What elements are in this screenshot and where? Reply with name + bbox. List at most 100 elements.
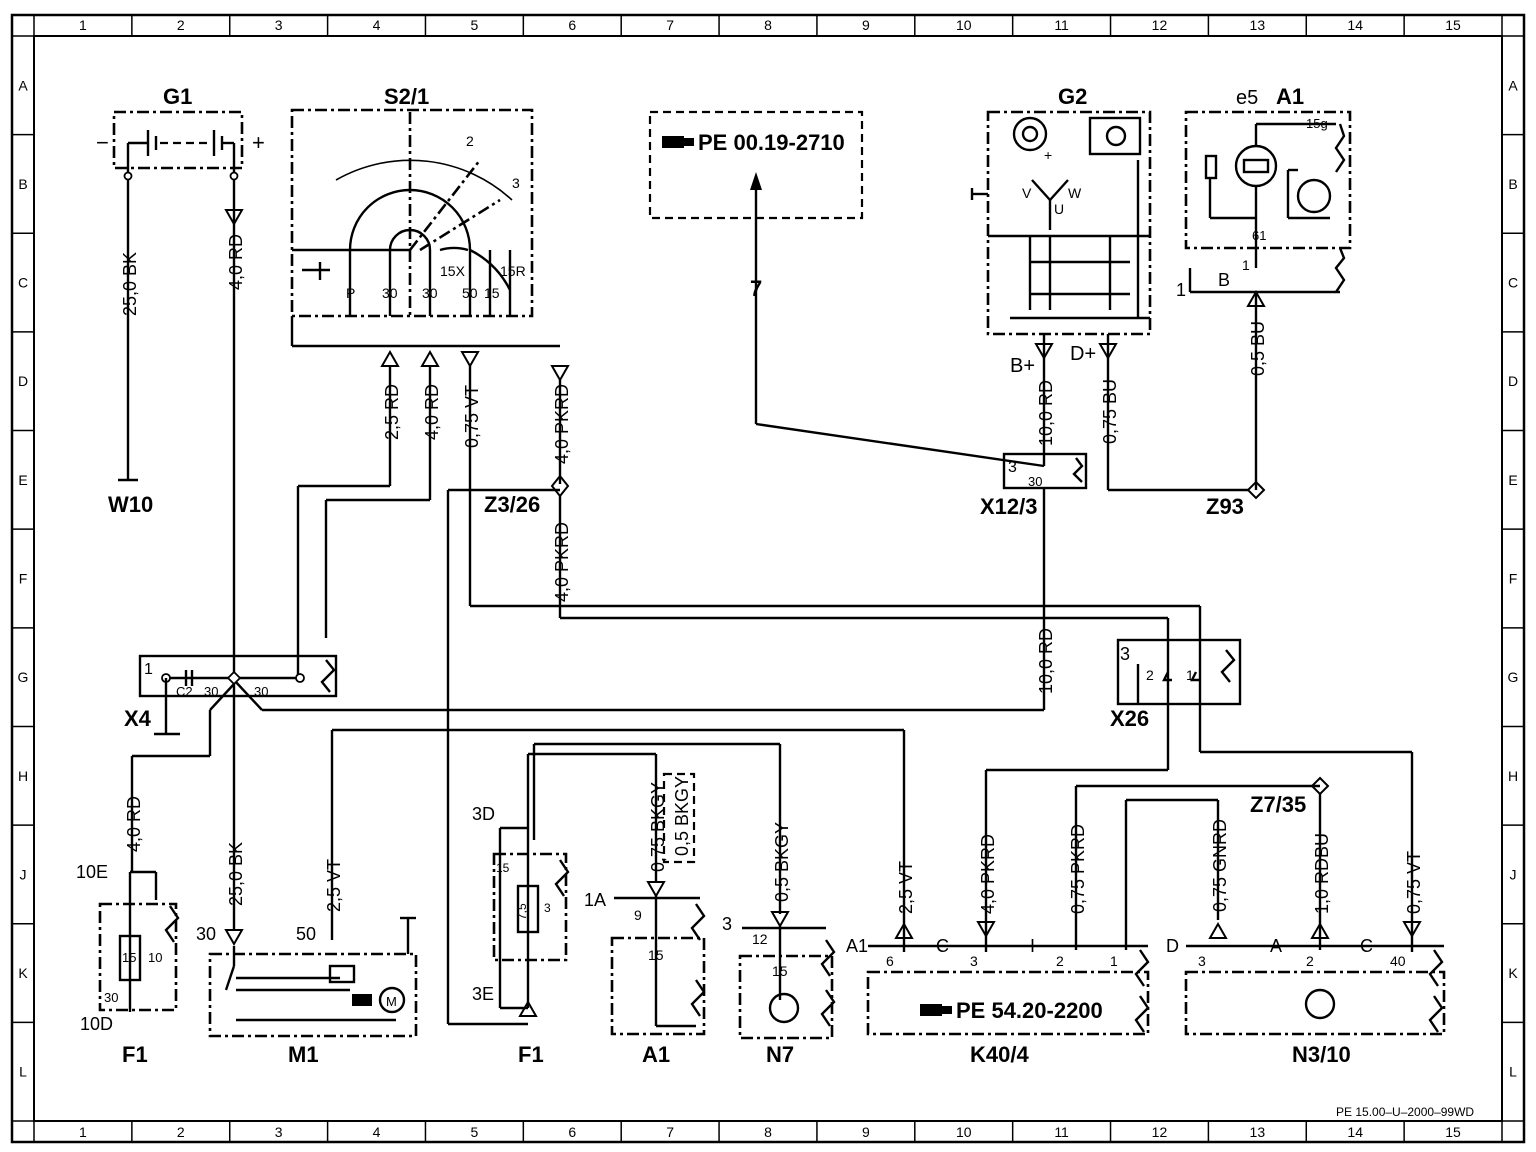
component-label-k40-4: K40/4 bbox=[970, 1042, 1029, 1067]
pin-label: I bbox=[1030, 936, 1035, 956]
grid-column-label: 2 bbox=[177, 1124, 185, 1140]
f1-left-fuse-symbol bbox=[98, 870, 180, 1012]
n3-10-symbol bbox=[1184, 776, 1446, 1036]
wire-label: 0,75 BU bbox=[1100, 379, 1120, 444]
grid-row-label: H bbox=[1508, 768, 1518, 784]
wire-label: 25,0 BK bbox=[120, 252, 140, 316]
pin-label: 3 bbox=[1198, 953, 1206, 969]
wire-label: 0,75 VT bbox=[1404, 851, 1424, 914]
grid-ticks bbox=[12, 15, 1524, 1142]
grid-column-label: 3 bbox=[275, 1124, 283, 1140]
component-label-n3-10: N3/10 bbox=[1292, 1042, 1351, 1067]
grid-column-label: 15 bbox=[1445, 17, 1461, 33]
pin-label: 9 bbox=[634, 907, 642, 923]
grid-column-label: 7 bbox=[666, 17, 674, 33]
pin-label: M bbox=[386, 994, 397, 1009]
wire-label: 4,0 PKRD bbox=[552, 522, 572, 602]
grid-column-label: 13 bbox=[1250, 17, 1266, 33]
pin-label: 3 bbox=[970, 953, 978, 969]
grid-column-label: 13 bbox=[1250, 1124, 1266, 1140]
pin-label: C bbox=[936, 936, 949, 956]
frame bbox=[10, 13, 1526, 1144]
n7-symbol bbox=[738, 744, 836, 1040]
wire-label: 0,75 PKRD bbox=[1068, 824, 1088, 914]
grid-labels: 1122334455667788991010111112121313141415… bbox=[18, 17, 1519, 1140]
wire-label: 10,0 RD bbox=[1036, 380, 1056, 446]
m1-starter-symbol bbox=[208, 916, 418, 1038]
pin-label: 2 bbox=[466, 133, 474, 149]
grid-row-label: J bbox=[20, 866, 27, 882]
grid-column-label: 12 bbox=[1152, 1124, 1168, 1140]
pin-label: 1 bbox=[144, 661, 153, 678]
component-label-x4: X4 bbox=[124, 706, 152, 731]
pin-label: W bbox=[1068, 185, 1082, 201]
pin-label: 3D bbox=[472, 804, 495, 824]
grid-column-label: 9 bbox=[862, 1124, 870, 1140]
component-label-a1-bottom: A1 bbox=[642, 1042, 670, 1067]
grid-row-label: J bbox=[1510, 866, 1517, 882]
wire-label: 0,5 BU bbox=[1248, 321, 1268, 376]
grid-column-label: 15 bbox=[1445, 1124, 1461, 1140]
grid-column-label: 8 bbox=[764, 17, 772, 33]
component-label-n7: N7 bbox=[766, 1042, 794, 1067]
grid-row-label: B bbox=[18, 176, 27, 192]
component-label-g1: G1 bbox=[163, 84, 192, 109]
f1-middle-fuse-symbol bbox=[492, 826, 570, 1010]
grid-row-label: D bbox=[1508, 373, 1518, 389]
grid-row-label: C bbox=[18, 275, 28, 291]
grid-row-label: E bbox=[18, 472, 27, 488]
pin-label: 1 bbox=[1186, 667, 1194, 683]
g1-battery-symbol bbox=[112, 110, 244, 181]
labels: G1 S2/1 G2 A1 e5 W10 Z3/26 X12/3 Z93 X4 … bbox=[76, 84, 1474, 1119]
wire-label: 0,5 BKGY bbox=[772, 822, 792, 902]
pin-label: 15 bbox=[496, 861, 510, 875]
pin-label: 15X bbox=[440, 263, 466, 279]
grid-row-label: H bbox=[18, 768, 28, 784]
component-label-x12-3: X12/3 bbox=[980, 494, 1038, 519]
pin-label: A1 bbox=[846, 936, 868, 956]
pin-label: + bbox=[252, 130, 265, 155]
a1-bkgy-alt-box bbox=[662, 772, 696, 864]
pin-label: 2 bbox=[1056, 953, 1064, 969]
grid-column-label: 4 bbox=[373, 1124, 381, 1140]
grid-column-label: 11 bbox=[1054, 1124, 1069, 1140]
grid-column-label: 14 bbox=[1347, 1124, 1363, 1140]
pin-label: + bbox=[1044, 147, 1052, 163]
pin-label: 30 bbox=[254, 684, 268, 699]
x4-connector-symbol bbox=[130, 654, 338, 872]
grid-column-label: 10 bbox=[956, 1124, 972, 1140]
component-label-m1: M1 bbox=[288, 1042, 319, 1067]
wire-label: 1,0 RDBU bbox=[1312, 833, 1332, 914]
grid-column-label: 14 bbox=[1347, 17, 1363, 33]
wire-label: 0,5 BKGY bbox=[672, 776, 692, 856]
pin-label: 1 bbox=[1176, 280, 1186, 300]
wire-label: 4,0 RD bbox=[226, 234, 246, 290]
component-label-w10: W10 bbox=[108, 492, 153, 517]
pin-label: 3 bbox=[722, 914, 732, 934]
grid-row-label: F bbox=[19, 571, 28, 587]
pin-label: B+ bbox=[1010, 355, 1035, 377]
pin-label: C2 bbox=[176, 684, 193, 699]
wire-label: 0,75 GNRD bbox=[1210, 819, 1230, 912]
pin-label: 2 bbox=[1306, 953, 1314, 969]
pin-label: 15R bbox=[500, 263, 526, 279]
pin-label: A bbox=[1270, 936, 1282, 956]
wiring bbox=[98, 108, 1446, 1040]
pin-label: B bbox=[1218, 270, 1230, 290]
grid-row-label: L bbox=[1509, 1064, 1517, 1080]
reference-label-pe-top: PE 00.19-2710 bbox=[698, 130, 845, 155]
grid-column-label: 6 bbox=[568, 17, 576, 33]
pin-label: 40 bbox=[1390, 953, 1406, 969]
grid-row-label: E bbox=[1508, 472, 1517, 488]
pin-label: 3 bbox=[1008, 459, 1017, 476]
pin-label: D+ bbox=[1070, 343, 1096, 365]
grid-row-label: K bbox=[1508, 965, 1518, 981]
pin-label: 10D bbox=[80, 1014, 113, 1034]
grid-row-label: B bbox=[1508, 176, 1517, 192]
pin-label: 61 bbox=[1252, 228, 1266, 243]
pin-label: U bbox=[1054, 201, 1064, 217]
grid-row-label: A bbox=[1508, 77, 1518, 93]
pin-label: 30 bbox=[1028, 474, 1042, 489]
component-label-g2: G2 bbox=[1058, 84, 1087, 109]
grid-row-label: A bbox=[18, 77, 28, 93]
